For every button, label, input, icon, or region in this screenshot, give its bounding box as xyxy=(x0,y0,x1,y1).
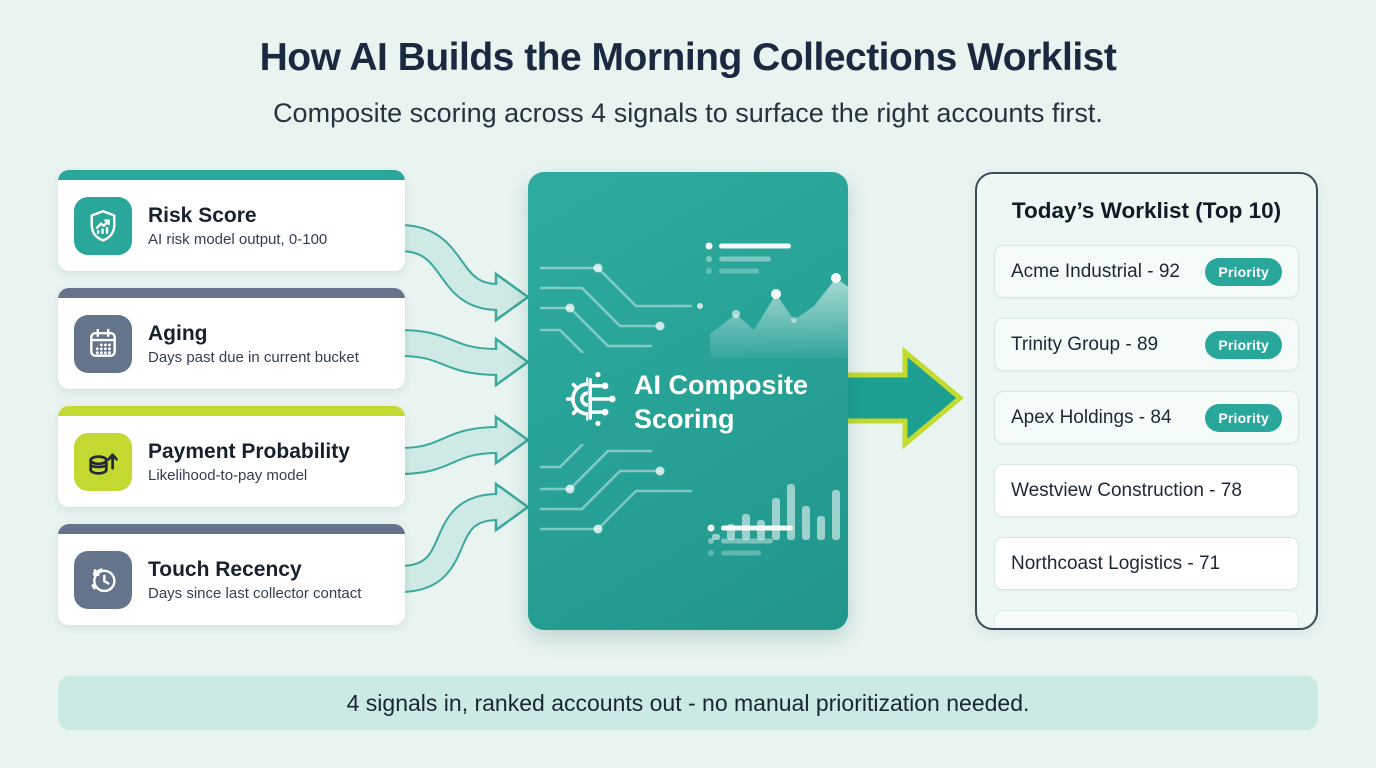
worklist-item-label: Trinity Group - 89 xyxy=(1011,333,1159,355)
priority-badge: Priority xyxy=(1205,257,1282,286)
signal-title: Risk Score xyxy=(148,203,257,227)
worklist-item-label: Apex Holdings - 84 xyxy=(1011,406,1172,428)
signal-title: Aging xyxy=(148,321,208,345)
signal-title: Payment Probability xyxy=(148,439,350,463)
worklist-item[interactable]: Northcoast Logistics - 71 xyxy=(994,537,1299,590)
gear-circuit-icon xyxy=(558,368,620,435)
worklist-item[interactable]: Westview Construction - 78 xyxy=(994,464,1299,517)
page-title: How AI Builds the Morning Collections Wo… xyxy=(259,36,1117,79)
signal-description: Days since last collector contact xyxy=(148,585,362,603)
worklist-item-clipped xyxy=(994,610,1299,628)
signal-card-payment-probability: Payment Probability Likelihood-to-pay mo… xyxy=(58,406,405,507)
signal-card-touch-recency: Touch Recency Days since last collector … xyxy=(58,524,405,625)
signal-title: Touch Recency xyxy=(148,557,302,581)
engine-label: AI Composite Scoring xyxy=(634,370,809,435)
list-decoration xyxy=(705,242,791,274)
worklist-item-label: Northcoast Logistics - 71 xyxy=(1011,552,1221,574)
composite-scoring-box: AI Composite Scoring xyxy=(528,172,848,630)
calendar-icon xyxy=(74,314,132,373)
shield-trend-icon xyxy=(74,196,132,255)
worklist-item-label: Acme Industrial - 92 xyxy=(1011,260,1180,282)
circuit-decoration xyxy=(540,444,692,534)
clock-history-icon xyxy=(74,550,132,609)
card-accent-bar xyxy=(58,524,405,534)
worklist-item-label: Westview Construction - 78 xyxy=(1011,479,1242,501)
footer-banner: 4 signals in, ranked accounts out - no m… xyxy=(58,676,1318,730)
flow-arrows xyxy=(399,224,531,593)
card-accent-bar xyxy=(58,170,405,180)
list-decoration xyxy=(707,524,793,556)
worklist-item[interactable]: Acme Industrial - 92 Priority xyxy=(994,245,1299,298)
area-chart-decoration xyxy=(710,273,848,358)
bar-chart-decoration xyxy=(712,484,840,540)
worklist-item[interactable]: Apex Holdings - 84 Priority xyxy=(994,391,1299,444)
worklist-item[interactable]: Trinity Group - 89 Priority xyxy=(994,318,1299,371)
priority-badge: Priority xyxy=(1205,330,1282,359)
signal-card-risk-score: Risk Score AI risk model output, 0-100 xyxy=(58,170,405,271)
priority-badge: Priority xyxy=(1205,403,1282,432)
card-accent-bar xyxy=(58,288,405,298)
circuit-decoration xyxy=(540,263,703,353)
signal-card-aging: Aging Days past due in current bucket xyxy=(58,288,405,389)
output-arrow xyxy=(840,346,964,450)
page-subtitle: Composite scoring across 4 signals to su… xyxy=(273,98,1103,128)
worklist-title: Today’s Worklist (Top 10) xyxy=(1011,198,1282,223)
worklist-panel: Today’s Worklist (Top 10) Acme Industria… xyxy=(975,172,1318,630)
signal-description: AI risk model output, 0-100 xyxy=(148,231,328,249)
coins-up-arrow-icon xyxy=(74,432,132,491)
signal-description: Days past due in current bucket xyxy=(148,349,359,367)
card-accent-bar xyxy=(58,406,405,416)
signal-description: Likelihood-to-pay model xyxy=(148,467,308,485)
footer-text: 4 signals in, ranked accounts out - no m… xyxy=(346,689,1030,716)
